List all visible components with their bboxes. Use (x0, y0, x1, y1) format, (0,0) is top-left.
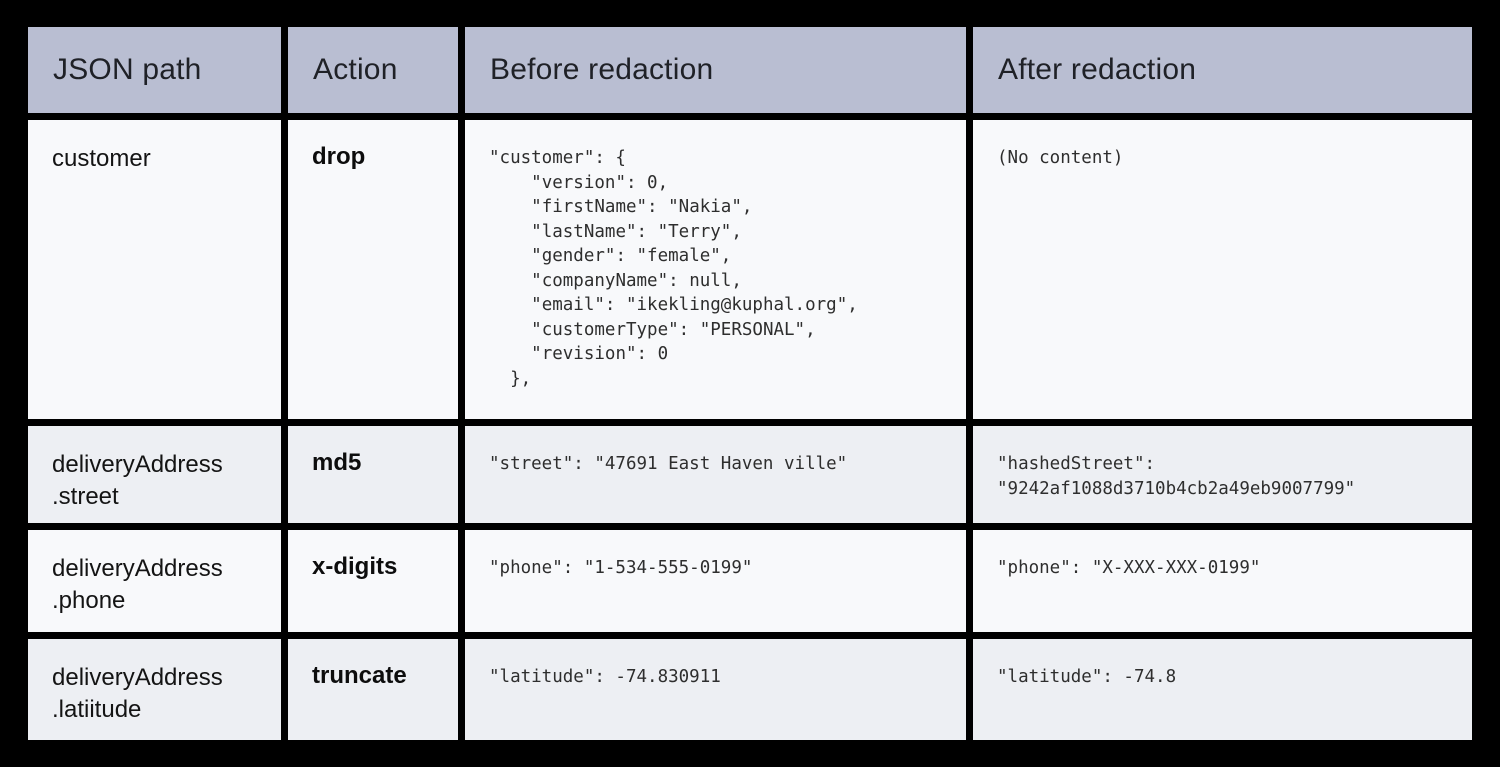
table-row-2-json-path-cell: deliveryAddress .street (28, 426, 281, 523)
after-redaction-code: "hashedStreet": "9242af1088d3710b4cb2a49… (997, 454, 1356, 499)
column-header-before-redaction: Before redaction (465, 27, 966, 113)
table-row-4-before-cell: "latitude": -74.830911 (465, 639, 966, 740)
table-row-1-before-cell: "customer": { "version": 0, "firstName":… (465, 120, 966, 419)
table-row-3-after-cell: "phone": "X-XXX-XXX-0199" (973, 530, 1472, 632)
before-redaction-code: "phone": "1-534-555-0199" (489, 558, 753, 578)
before-redaction-code: "customer": { "version": 0, "firstName":… (489, 148, 858, 389)
json-path-value: deliveryAddress .street (52, 451, 223, 510)
table-row-3-before-cell: "phone": "1-534-555-0199" (465, 530, 966, 632)
column-header-json-path: JSON path (28, 27, 281, 113)
column-header-after-redaction: After redaction (973, 27, 1472, 113)
before-redaction-code: "latitude": -74.830911 (489, 667, 721, 687)
before-redaction-code: "street": "47691 East Haven ville" (489, 454, 848, 474)
json-path-value: customer (52, 145, 151, 172)
action-value: md5 (312, 449, 362, 476)
table-row-4-after-cell: "latitude": -74.8 (973, 639, 1472, 740)
action-value: truncate (312, 662, 407, 689)
action-value: drop (312, 143, 366, 170)
table-row-1-action-cell: drop (288, 120, 458, 419)
table-row-2-before-cell: "street": "47691 East Haven ville" (465, 426, 966, 523)
after-redaction-code: "latitude": -74.8 (997, 667, 1177, 687)
table-row-4-action-cell: truncate (288, 639, 458, 740)
action-value: x-digits (312, 553, 398, 580)
table-row-3-json-path-cell: deliveryAddress .phone (28, 530, 281, 632)
json-path-value: deliveryAddress .phone (52, 555, 223, 614)
after-redaction-code: "phone": "X-XXX-XXX-0199" (997, 558, 1261, 578)
table-row-2-action-cell: md5 (288, 426, 458, 523)
table-row-2-after-cell: "hashedStreet": "9242af1088d3710b4cb2a49… (973, 426, 1472, 523)
after-redaction-code: (No content) (997, 148, 1124, 168)
json-path-value: deliveryAddress .latiitude (52, 664, 223, 723)
table-row-4-json-path-cell: deliveryAddress .latiitude (28, 639, 281, 740)
table-row-3-action-cell: x-digits (288, 530, 458, 632)
table-row-1-after-cell: (No content) (973, 120, 1472, 419)
table-row-1-json-path-cell: customer (28, 120, 281, 419)
column-header-action: Action (288, 27, 458, 113)
